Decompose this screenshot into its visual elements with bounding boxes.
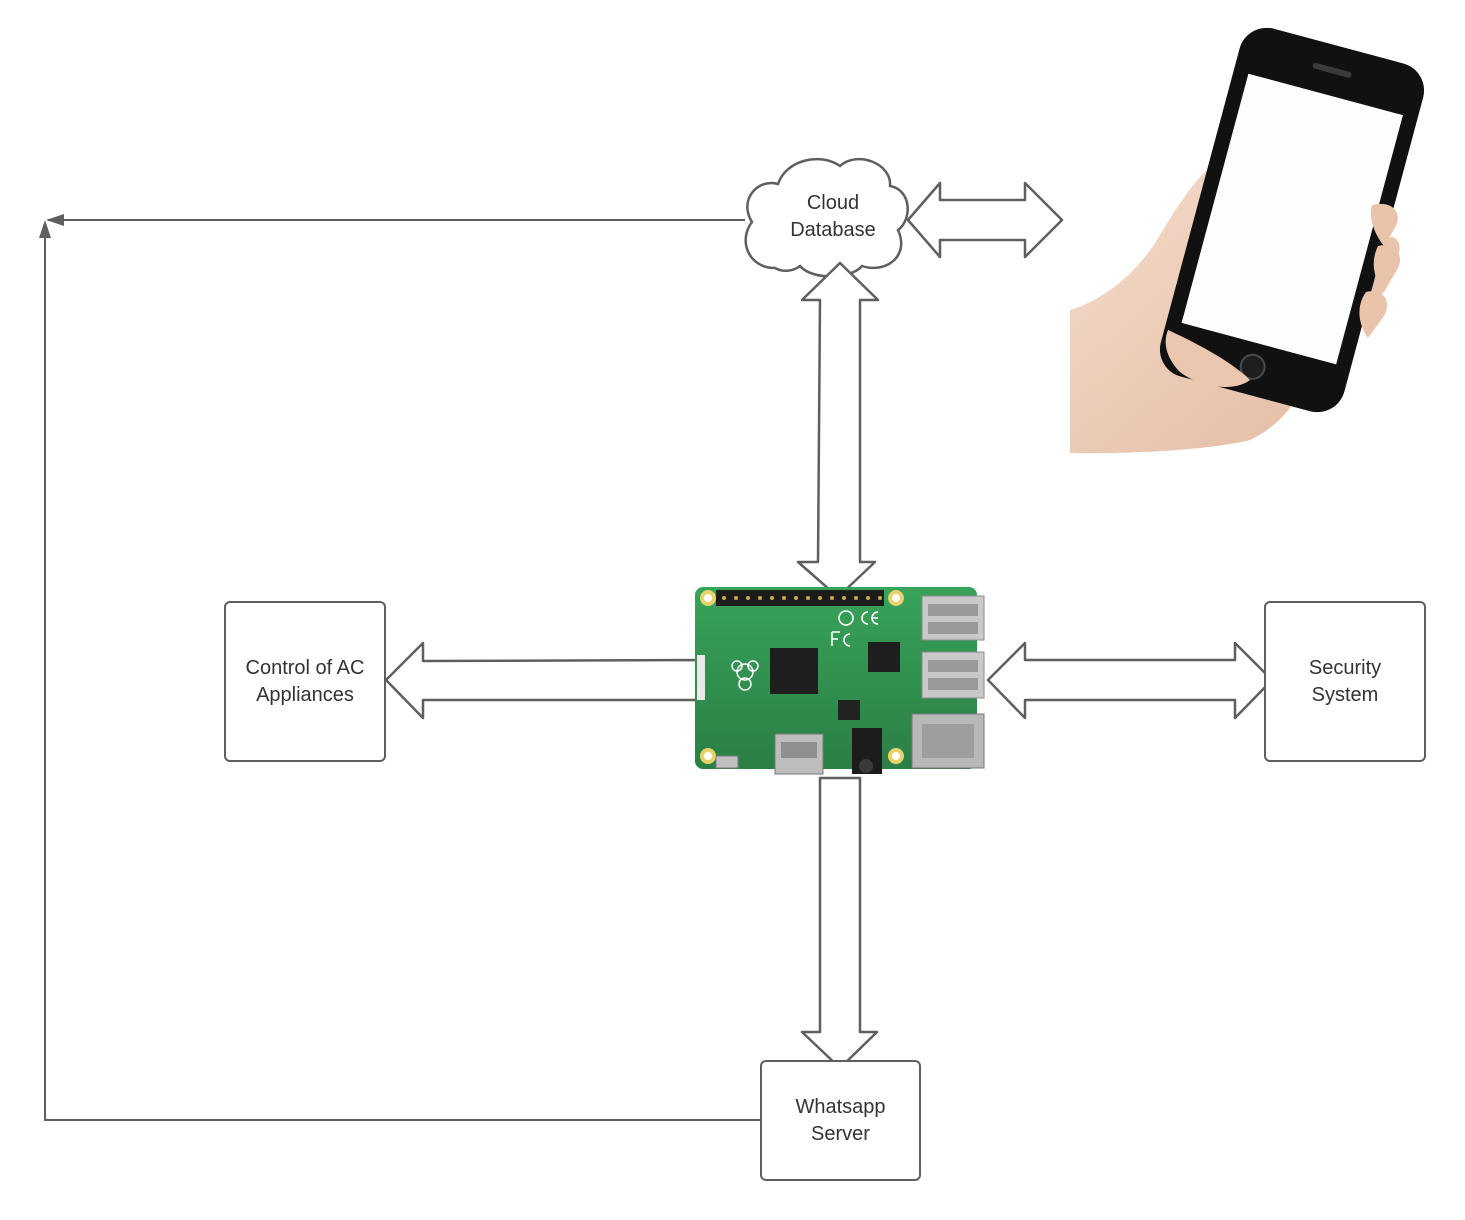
cloud-database-label-line1: Cloud [806, 192, 860, 214]
feedback-connector [39, 214, 760, 1121]
security-system-node: Security System [1264, 601, 1426, 762]
arrow-board-security [986, 641, 1274, 720]
whatsapp-server-node: Whatsapp Server [760, 1060, 921, 1181]
security-system-label-line2: System [1311, 683, 1379, 706]
arrow-cloud-phone [906, 181, 1064, 259]
phone-home-button [1239, 353, 1266, 380]
phone-in-hand-image [1070, 27, 1425, 454]
raspberry-pi-board-image [695, 587, 985, 775]
cloud-database-label-line2: Database [790, 219, 876, 241]
whatsapp-server-label-line1: Whatsapp [795, 1095, 886, 1118]
phone-screen [1181, 73, 1403, 365]
control-ac-appliances-node: Control of AC Appliances [224, 601, 386, 762]
control-ac-label-line1: Control of AC [245, 656, 365, 679]
arrow-cloud-board [796, 261, 880, 599]
control-ac-label-line2: Appliances [256, 683, 354, 706]
connector-arrowhead-left [46, 214, 64, 226]
whatsapp-server-label-line2: Server [811, 1122, 870, 1145]
raspberry-logo [731, 660, 759, 691]
connector-arrowhead-up [39, 220, 51, 238]
arrow-board-control [384, 641, 705, 720]
cloud-database-node: Cloud Database [748, 186, 918, 248]
phone-speaker [1312, 62, 1352, 78]
arrow-board-whatsapp [800, 776, 879, 1070]
security-system-label-line1: Security [1308, 656, 1382, 679]
